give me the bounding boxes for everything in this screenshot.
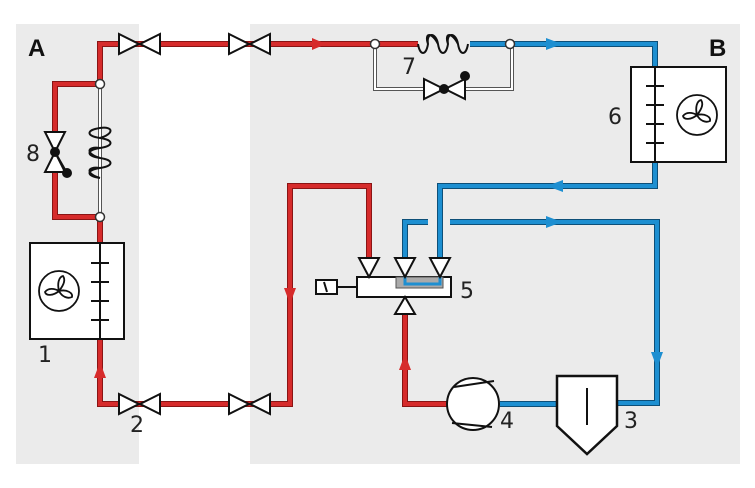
arrow-left-icon xyxy=(547,180,563,192)
evaporator-unit-6[interactable] xyxy=(630,66,727,163)
component-1-label: 1 xyxy=(38,343,52,368)
component-2-label: 2 xyxy=(130,413,144,438)
valve-icon[interactable] xyxy=(118,392,161,416)
valve-icon[interactable] xyxy=(228,392,271,416)
coil-7-icon xyxy=(417,34,469,54)
coil-icon xyxy=(88,126,112,179)
zone-a-label: A xyxy=(28,35,45,62)
arrow-down-icon xyxy=(284,288,296,304)
valve-icon[interactable] xyxy=(118,32,161,56)
compressor-4[interactable] xyxy=(446,377,500,431)
condenser-unit-1[interactable] xyxy=(29,242,125,340)
check-valve-8[interactable] xyxy=(43,131,72,178)
zone-b-label: B xyxy=(709,35,726,62)
fan-icon xyxy=(38,270,80,312)
arrow-up-icon xyxy=(399,354,411,370)
four-way-valve-5[interactable] xyxy=(315,257,452,315)
arrow-right-icon xyxy=(546,38,562,50)
valve-icon[interactable] xyxy=(228,32,271,56)
check-valve-7[interactable] xyxy=(423,71,470,101)
arrow-right-icon xyxy=(546,216,562,228)
component-6-label: 6 xyxy=(608,105,622,130)
arrow-right-icon xyxy=(312,38,326,50)
component-7-label: 7 xyxy=(402,55,416,80)
accumulator-3[interactable] xyxy=(555,374,619,456)
arrow-up-icon xyxy=(94,362,106,378)
fan-icon xyxy=(676,94,718,136)
component-4-label: 4 xyxy=(500,409,514,434)
component-3-label: 3 xyxy=(624,409,638,434)
flow-arrows xyxy=(94,38,663,378)
shutoff-valves xyxy=(118,32,271,416)
junction-nodes xyxy=(94,38,516,223)
component-5-label: 5 xyxy=(460,279,474,304)
component-8-label: 8 xyxy=(26,142,40,167)
arrow-down-icon xyxy=(651,352,663,368)
